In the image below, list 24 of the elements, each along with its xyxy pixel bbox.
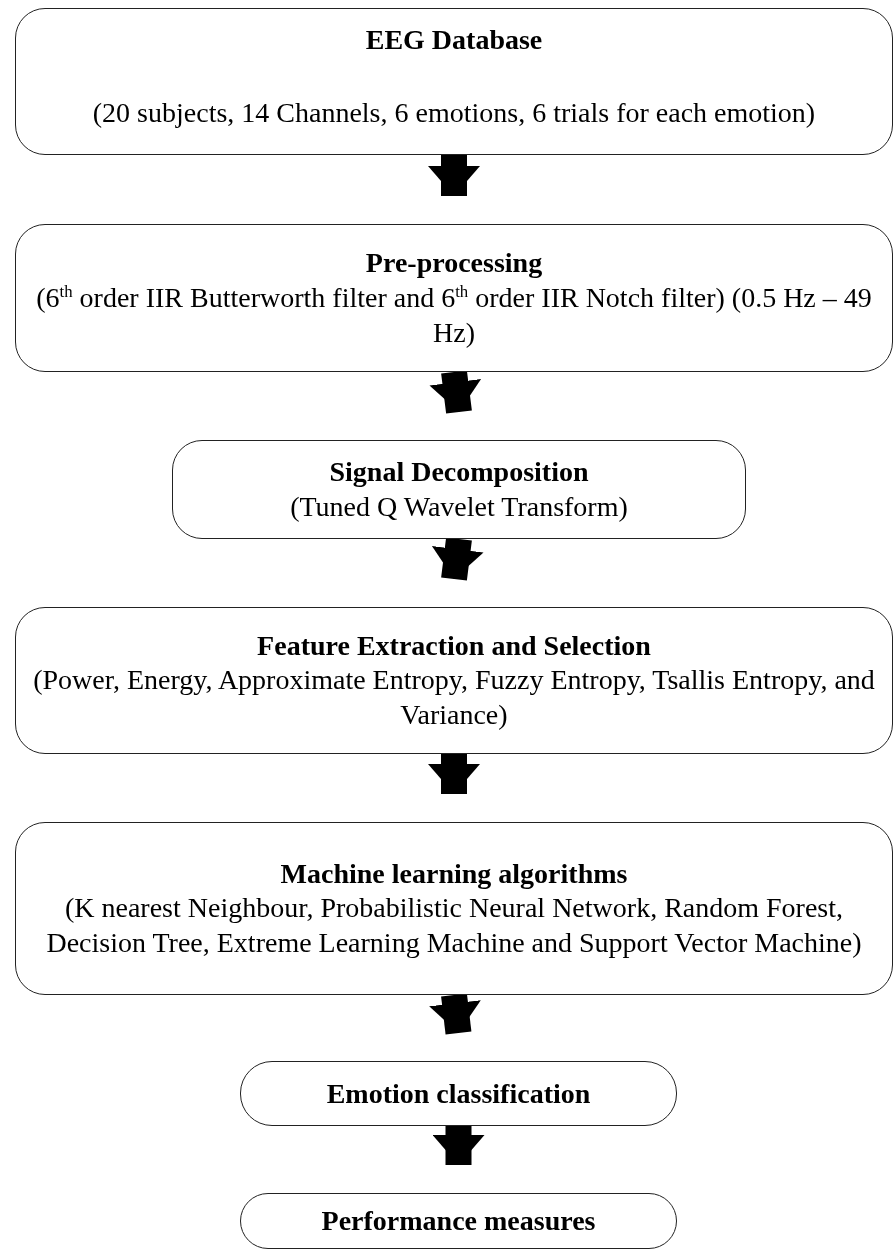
step-description: (Tuned Q Wavelet Transform) — [290, 489, 628, 524]
step-description: (6$^{th}$ order IIR Butterworth filter and 6$^{th}$ order IIR Notch filter) (0.5 Hz – 49 Hz) — [35, 280, 873, 350]
arrow — [432, 1126, 485, 1165]
process-box — [172, 440, 746, 539]
arrow — [429, 370, 482, 414]
process-box — [240, 1193, 677, 1249]
arrow — [429, 993, 481, 1035]
step-title: Machine learning algorithms — [280, 856, 628, 891]
step-description: (20 subjects, 14 Channels, 6 emotions, 6 trials for each emotion) — [92, 96, 816, 130]
process-box — [15, 8, 893, 155]
step-title: Feature Extraction and Selection — [257, 628, 651, 663]
step-description: (K nearest Neighbour, Probabilistic Neural Network, Random Forest, Decision Tree, Extreme Learning Machine and Support Vector Machine) — [45, 891, 863, 961]
process-box — [15, 224, 893, 372]
step-description: (Power, Energy, Approximate Entropy, Fuzzy Entropy, Tsallis Entropy, and Variance) — [32, 663, 876, 733]
step-title: Signal Decomposition — [329, 455, 589, 489]
process-box — [15, 607, 893, 754]
step-title: EEG Database — [365, 23, 543, 57]
arrow — [428, 754, 480, 794]
step-title: Performance measures — [321, 1204, 596, 1238]
step-title: Emotion classification — [326, 1076, 591, 1111]
process-box — [15, 822, 893, 995]
step-title: Pre-processing — [365, 246, 543, 280]
arrow — [428, 155, 480, 196]
arrow — [431, 537, 484, 581]
